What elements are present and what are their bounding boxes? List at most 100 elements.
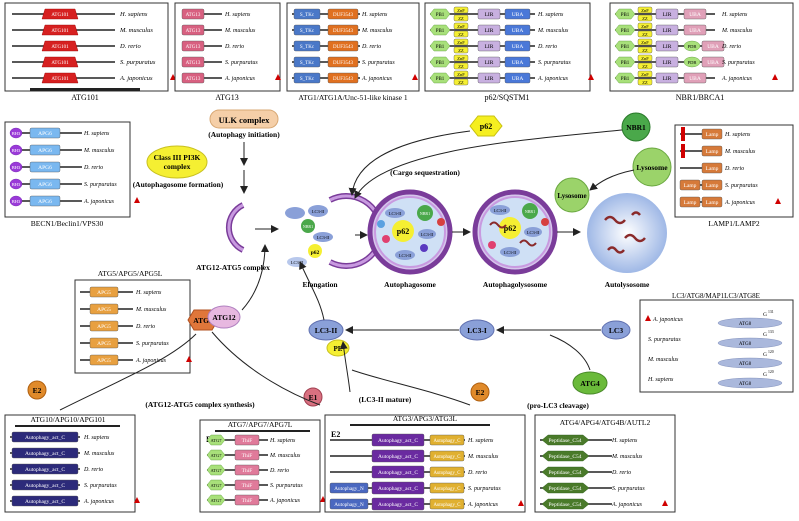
- domain-label: BH3: [12, 148, 21, 153]
- domain-box: [293, 24, 321, 36]
- atg101-domain: [41, 40, 79, 52]
- species-label: H. sapiens: [611, 438, 638, 444]
- species-label: H. sapiens: [721, 12, 748, 18]
- glycine-label: G: [763, 352, 767, 358]
- domain-label: LIR: [485, 28, 494, 34]
- domain-box: [327, 72, 359, 84]
- domain-label: DUF3543: [333, 77, 354, 82]
- domain-label: Autophagy_act_C: [25, 451, 65, 457]
- lc3-mature-label: (LC3-II mature): [359, 395, 412, 404]
- species-label: M. musculus: [361, 28, 393, 34]
- svg-text:p62: p62: [311, 250, 320, 256]
- species-label: A. japonicus: [269, 498, 301, 504]
- domain-label: UBA: [689, 12, 701, 18]
- domain-label: ZZ: [642, 32, 648, 37]
- domain-label: PB1: [621, 45, 630, 50]
- domain-box: [293, 56, 321, 68]
- domain-label: Autophagy_N: [334, 486, 364, 492]
- species-label: D. rerio: [537, 44, 557, 50]
- species-label: S. purpuratus: [225, 60, 258, 66]
- atg3-caption: ATG3/APG3/ATG3L: [393, 414, 458, 423]
- domain-label: ZnF: [457, 8, 465, 13]
- domain-label: ATG8: [739, 382, 752, 387]
- e2-bubble-right-label: E2: [476, 388, 485, 397]
- svg-text:p62: p62: [397, 227, 409, 236]
- marker-triangle-icon: [662, 500, 668, 506]
- pdb-domain: [683, 40, 701, 52]
- domain-label: UBA: [707, 60, 719, 66]
- atg4-node: [572, 371, 608, 395]
- domain-label: S_TKc: [300, 45, 315, 50]
- atg7-domain: [206, 434, 226, 446]
- domain-label: PB1: [621, 61, 630, 66]
- pb1-domain: [429, 56, 451, 68]
- species-label: H. sapiens: [467, 438, 494, 444]
- domain-label: Lamp: [706, 166, 719, 172]
- species-label: S. purpuratus: [84, 182, 117, 188]
- svg-text:LC3-II: LC3-II: [504, 250, 517, 255]
- domain-box: [504, 56, 531, 68]
- domain-label: ATG13: [186, 29, 201, 34]
- domain-box: [679, 179, 701, 191]
- species-label: H. sapiens: [537, 12, 564, 18]
- species-label: M. musculus: [135, 307, 167, 313]
- e2-panel-label: E2: [331, 430, 340, 439]
- pb1-domain: [614, 72, 636, 84]
- pi3k-label-1: Class III PI3K: [154, 153, 201, 162]
- domain-label: S_TKc: [300, 29, 315, 34]
- domain-label: DUF3543: [333, 61, 354, 66]
- domain-box: [637, 54, 653, 62]
- protein-backbone: [292, 45, 360, 47]
- species-label: A. japonicus: [83, 199, 115, 205]
- autolysosome-structure: [587, 193, 667, 273]
- domain-label: LIR: [485, 76, 494, 82]
- domain-box: [637, 46, 653, 54]
- species-label: S. purpuratus: [120, 59, 156, 66]
- ulk-complex-node: [209, 109, 279, 129]
- pe-node-label: PE: [334, 345, 343, 353]
- bh3-domain: [9, 161, 23, 173]
- becn1-caption: BECN1/Beclin1/VPS30: [31, 219, 104, 228]
- svg-text:LC3-II: LC3-II: [494, 208, 507, 213]
- domain-box: [701, 145, 723, 157]
- domain-box: [701, 128, 723, 140]
- species-label: M. musculus: [83, 148, 115, 154]
- domain-label: ZnF: [457, 56, 465, 61]
- domain-label: PB1: [621, 13, 630, 18]
- pb1-domain: [429, 24, 451, 36]
- domain-box: [637, 62, 653, 70]
- species-label: M. musculus: [611, 454, 643, 460]
- lysosome-label: Lysosome: [636, 163, 668, 172]
- e2-bubble-right: [470, 382, 490, 402]
- domain-label: Autophagy_C: [434, 439, 461, 444]
- domain-box: [429, 498, 465, 510]
- lc3-caption: LC3/ATG8/MAP1LC3/ATG8E: [672, 292, 760, 300]
- domain-box: [701, 179, 723, 191]
- domain-label: ATG7: [211, 498, 223, 503]
- domain-label: ATG8: [739, 322, 752, 327]
- lc3-ii-node-label: LC3-II: [315, 326, 338, 335]
- domain-label: ATG8: [739, 362, 752, 367]
- domain-label: APG5: [97, 324, 111, 330]
- species-label: M. musculus: [721, 28, 753, 34]
- pi3k-label-2: complex: [164, 162, 191, 171]
- domain-label: LIR: [663, 44, 672, 50]
- nbr1-caption: NBR1/BRCA1: [676, 93, 724, 102]
- species-label: A. japonicus: [611, 502, 643, 508]
- species-label: D. rerio: [611, 470, 631, 476]
- domain-label: ATG13: [186, 77, 201, 82]
- atg5-node-label: ATG5: [193, 316, 213, 325]
- species-label: A. japonicus: [119, 75, 153, 82]
- domain-label: LIR: [663, 12, 672, 18]
- domain-box: [453, 14, 469, 22]
- species-label: M. musculus: [647, 357, 679, 363]
- domain-label: ATG101: [51, 13, 69, 18]
- domain-box: [429, 434, 465, 446]
- species-label: D. rerio: [135, 324, 155, 330]
- domain-box: [181, 56, 205, 68]
- protein-backbone: [292, 77, 360, 79]
- species-label: A. japonicus: [135, 358, 167, 364]
- species-label: H. sapiens: [361, 12, 388, 18]
- species-label: A. japonicus: [467, 502, 499, 508]
